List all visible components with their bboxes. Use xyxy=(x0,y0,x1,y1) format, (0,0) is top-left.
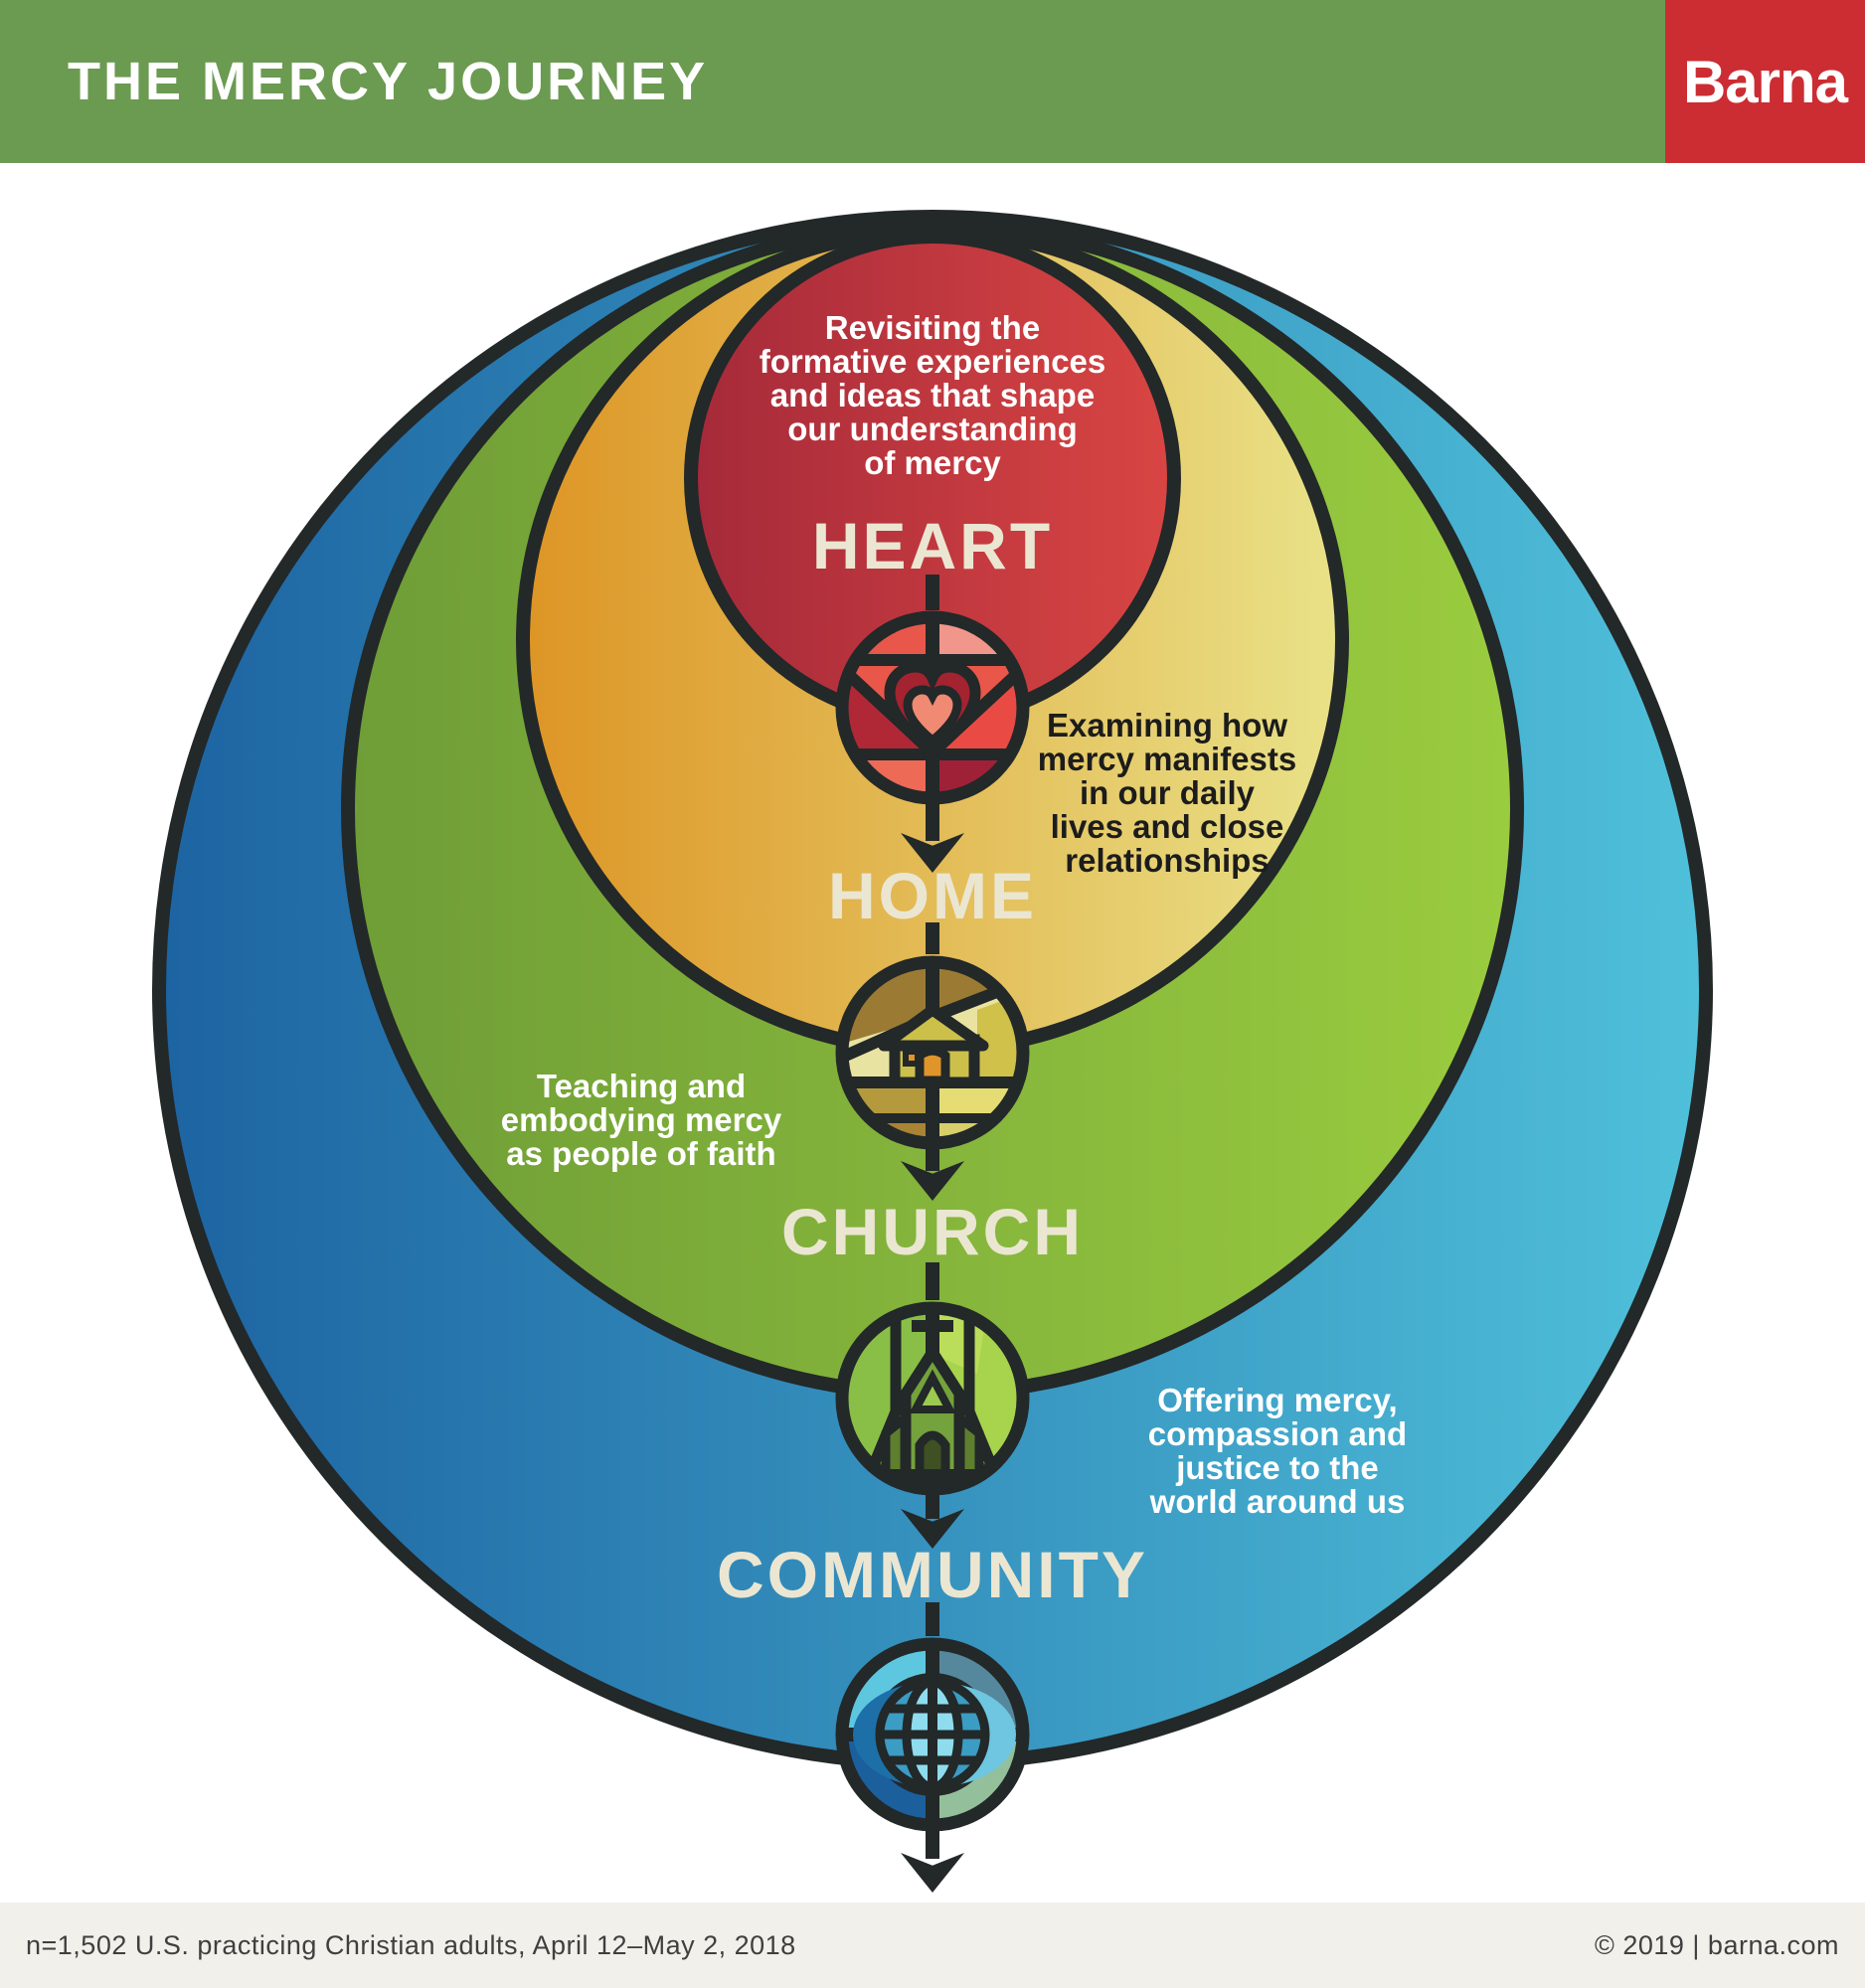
church-icon xyxy=(835,1301,1030,1496)
community-description: Offering mercy, compassion and justice t… xyxy=(1147,1382,1408,1520)
house-icon xyxy=(835,955,1030,1150)
connector-line xyxy=(926,1827,939,1859)
stage-label-heart: HEART xyxy=(811,509,1054,582)
connector-line xyxy=(926,1491,939,1519)
stage-label-church: CHURCH xyxy=(781,1195,1084,1268)
stage-label-community: COMMUNITY xyxy=(717,1538,1148,1611)
connector-line xyxy=(926,1262,939,1300)
footer-copyright: © 2019 | barna.com xyxy=(1594,1929,1839,1960)
heart-icon xyxy=(835,610,1030,805)
connector-line xyxy=(926,1145,939,1171)
connector-line xyxy=(926,922,939,954)
connector-line xyxy=(926,575,939,610)
church-description: Teaching and embodying mercy as people o… xyxy=(500,1068,782,1172)
connector-line xyxy=(926,801,939,841)
barna-logo-text: Barna xyxy=(1682,48,1848,115)
page-title: THE MERCY JOURNEY xyxy=(68,52,709,111)
footer-bar: n=1,502 U.S. practicing Christian adults… xyxy=(0,1903,1865,1988)
arrow-down-icon xyxy=(901,1853,964,1893)
barna-logo: Barna xyxy=(1665,0,1865,163)
stage-label-home: HOME xyxy=(828,859,1037,932)
header-bar: THE MERCY JOURNEY Barna xyxy=(0,0,1865,163)
connector-line xyxy=(926,1602,939,1636)
home-description: Examining how mercy manifests in our dai… xyxy=(1037,707,1297,879)
footer-sample-note: n=1,502 U.S. practicing Christian adults… xyxy=(26,1929,796,1960)
heart-description: Revisiting the formative experiences and… xyxy=(759,309,1106,481)
globe-icon xyxy=(835,1637,1030,1832)
